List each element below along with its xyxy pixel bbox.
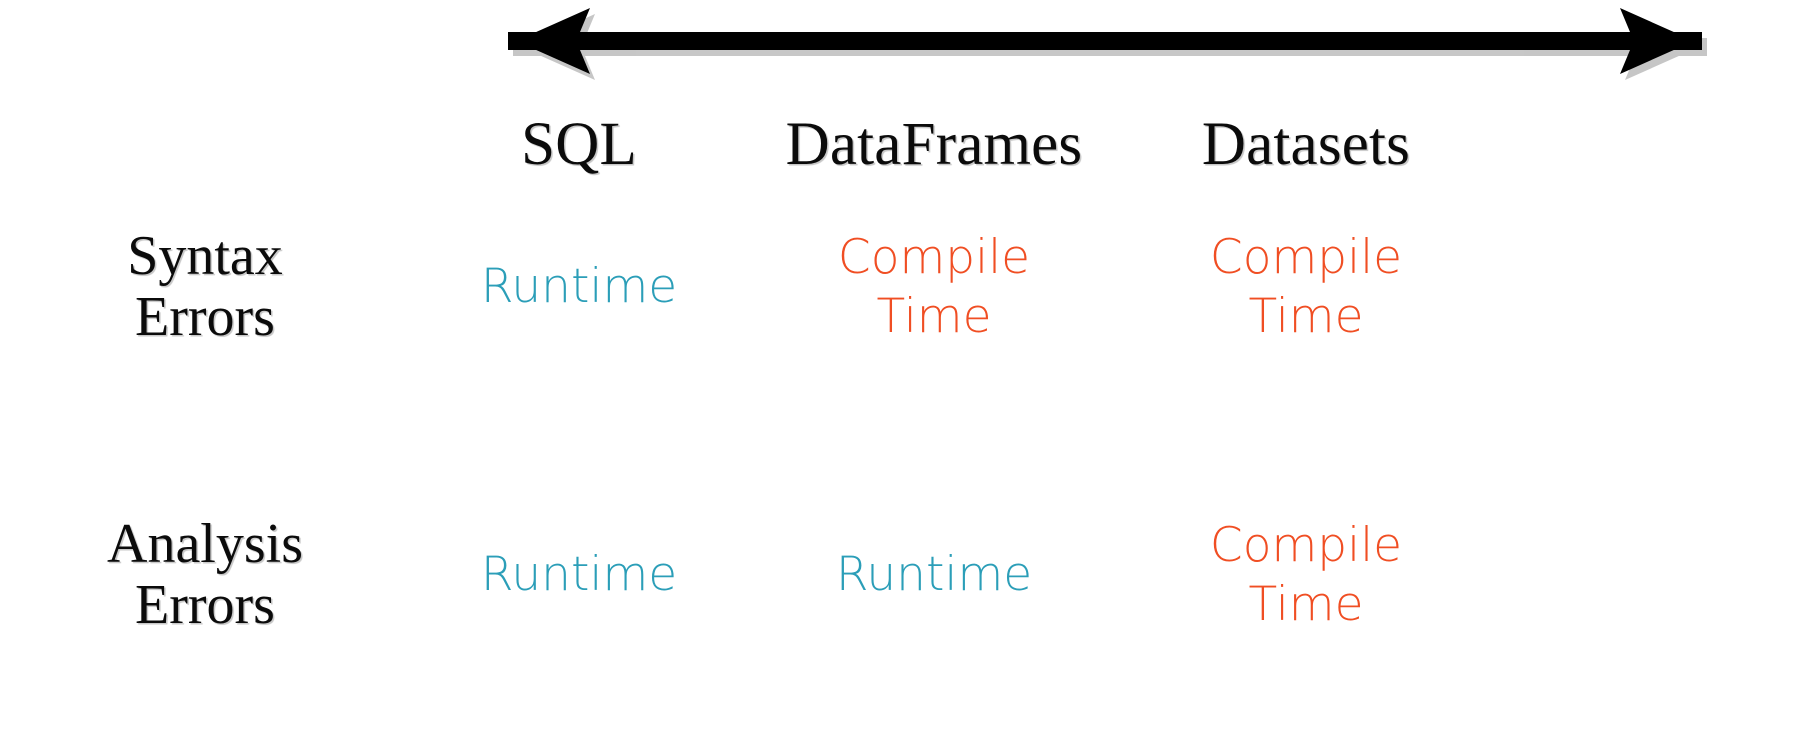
row-label-analysis-errors-line2: Errors	[135, 574, 275, 636]
cell-syntax-errors-datasets-line2: Time	[1248, 289, 1364, 344]
row-gap-datasets	[1120, 374, 1492, 482]
row2-right-gutter	[1492, 482, 1804, 668]
cell-syntax-errors-dataframes: Compile Time	[748, 200, 1120, 374]
cell-analysis-errors-sql-line1: Runtime	[480, 547, 678, 603]
bottom-gap-datasets	[1120, 668, 1492, 756]
cell-analysis-errors-datasets: Compile Time	[1120, 482, 1492, 668]
row-label-syntax-errors-line2: Errors	[135, 286, 275, 348]
header-right-gutter	[1492, 90, 1804, 200]
comparison-grid: SQL DataFrames Datasets Syntax Errors Ru…	[0, 90, 1804, 756]
cell-analysis-errors-sql: Runtime	[410, 482, 748, 668]
row-gap-dataframes	[748, 374, 1120, 482]
bottom-gap-sql	[410, 668, 748, 756]
column-header-dataframes: DataFrames	[785, 110, 1083, 178]
row-gap-right	[1492, 374, 1804, 482]
row-gap-sql	[410, 374, 748, 482]
cell-syntax-errors-sql: Runtime	[410, 200, 748, 374]
cell-syntax-errors-dataframes-line2: Time	[876, 289, 992, 344]
bottom-gap-right	[1492, 668, 1804, 756]
cell-analysis-errors-dataframes-line1: Runtime	[835, 547, 1033, 603]
row-label-analysis-errors: Analysis Errors	[0, 482, 410, 668]
cell-analysis-errors-datasets-line2: Time	[1248, 577, 1364, 632]
bottom-gap-left	[0, 668, 410, 756]
row-label-syntax-errors: Syntax Errors	[0, 200, 410, 374]
grid-corner-empty	[0, 90, 410, 200]
cell-syntax-errors-datasets: Compile Time	[1120, 200, 1492, 374]
row1-right-gutter	[1492, 200, 1804, 374]
column-header-sql: SQL	[521, 110, 637, 178]
cell-analysis-errors-dataframes: Runtime	[748, 482, 1120, 668]
column-header-datasets: Datasets	[1201, 110, 1411, 178]
bottom-gap-dataframes	[748, 668, 1120, 756]
cell-syntax-errors-datasets-line1: Compile	[1209, 229, 1403, 285]
cell-analysis-errors-datasets-line1: Compile	[1209, 517, 1403, 573]
row-label-syntax-errors-line1: Syntax	[127, 225, 283, 288]
double-headed-arrow	[430, 2, 1790, 94]
cell-syntax-errors-sql-line1: Runtime	[480, 259, 678, 315]
row-label-analysis-errors-line1: Analysis	[107, 513, 303, 576]
row-gap-left	[0, 374, 410, 482]
cell-syntax-errors-dataframes-line1: Compile	[837, 229, 1031, 285]
